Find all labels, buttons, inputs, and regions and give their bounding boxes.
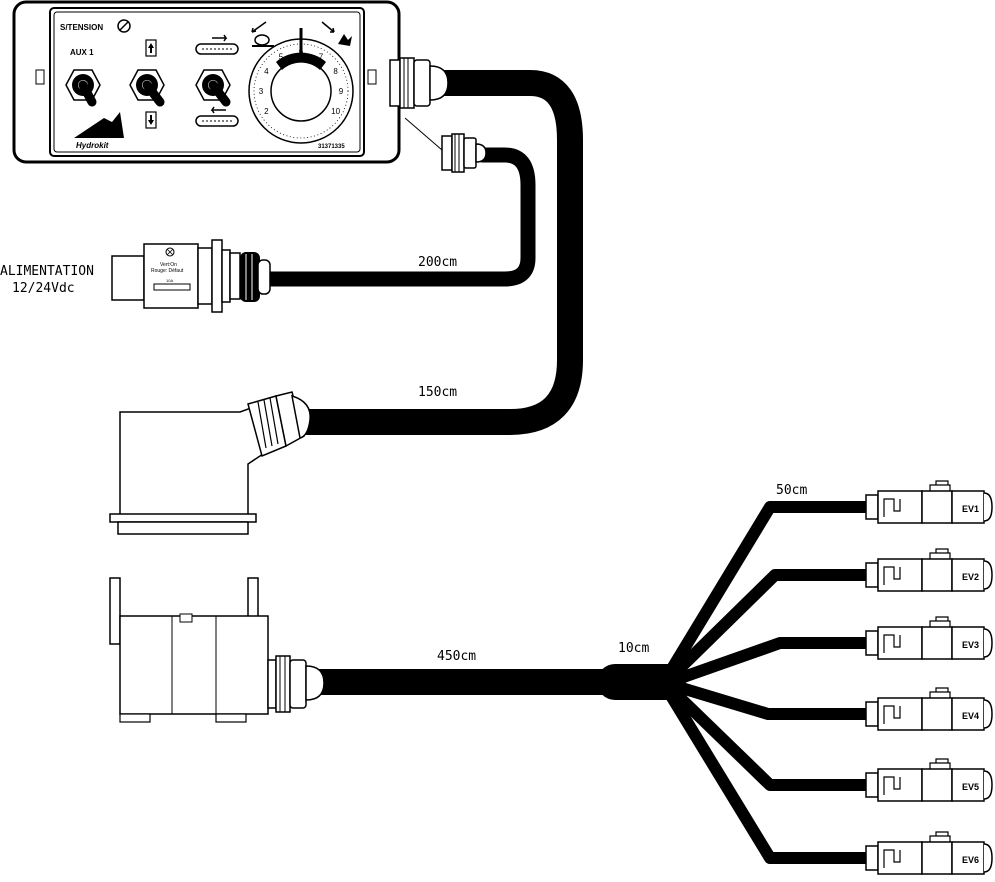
power-cable-gland xyxy=(404,117,487,173)
label-10cm: 10cm xyxy=(618,641,649,656)
speed-dial[interactable]: 2 3 4 5 6 78 9 10 xyxy=(248,28,354,144)
valve-label: EV6 xyxy=(962,855,979,865)
valve-label: EV1 xyxy=(962,504,979,514)
snail-icon xyxy=(251,21,274,47)
dial-number: 5 xyxy=(279,52,284,61)
cables xyxy=(254,70,874,864)
branch-ev2 xyxy=(666,569,874,682)
branch-ev3 xyxy=(669,637,874,686)
dial-numbers: 2 3 4 5 6 78 9 10 xyxy=(259,47,344,116)
branch-ev5 xyxy=(666,684,874,791)
hydrokit-logo: Hydrokit xyxy=(74,112,124,150)
arrow-down-icon xyxy=(145,111,157,129)
aux-label: AUX 1 xyxy=(70,48,94,57)
valve-label: EV2 xyxy=(962,572,979,582)
svg-text:10A: 10A xyxy=(166,278,173,283)
arrow-up-icon xyxy=(145,39,157,57)
valve-label: EV3 xyxy=(962,640,979,650)
dial-number: 4 xyxy=(264,67,269,76)
svg-text:Hydrokit: Hydrokit xyxy=(76,141,109,150)
bottom-connector-housing xyxy=(109,577,325,723)
dial-number: 3 xyxy=(259,87,264,96)
top-connector-hood xyxy=(109,391,311,535)
control-panel: S/TENSION AUX 1 xyxy=(12,0,401,164)
power-label-line1: ALIMENTATION xyxy=(0,264,94,279)
serial-label: 31371335 xyxy=(318,144,345,150)
valve-connector-ev2: EV2 xyxy=(865,548,993,592)
label-50cm: 50cm xyxy=(776,483,807,498)
screw-icon xyxy=(117,19,131,33)
svg-text:Rouge: Défaut: Rouge: Défaut xyxy=(151,268,184,274)
tension-label: S/TENSION xyxy=(60,23,103,32)
branch-ev6 xyxy=(664,688,874,864)
label-150cm: 150cm xyxy=(418,385,457,400)
cable-panel-to-top-connector xyxy=(292,70,583,435)
cable-power xyxy=(254,147,536,287)
track-reverse-icon xyxy=(195,106,239,127)
valve-label: EV4 xyxy=(962,711,979,721)
label-200cm: 200cm xyxy=(418,255,457,270)
valve-label: EV5 xyxy=(962,782,979,792)
branch-ev4 xyxy=(669,680,874,720)
cable-branches xyxy=(664,501,874,864)
panel-cable-gland xyxy=(389,57,449,122)
dial-number: 7 xyxy=(319,52,324,61)
power-label-line2: 12/24Vdc xyxy=(12,281,75,296)
toggle-switch-updown[interactable] xyxy=(129,69,165,107)
dial-number: 2 xyxy=(264,107,269,116)
svg-text:Vert:On: Vert:On xyxy=(160,262,177,268)
valve-connector-ev6: EV6 xyxy=(865,831,993,875)
valve-connector-ev1: EV1 xyxy=(865,480,993,524)
toggle-switch-track[interactable] xyxy=(195,69,231,107)
dial-number: 9 xyxy=(339,87,344,96)
length-labels: 200cm 150cm 450cm 10cm 50cm xyxy=(418,255,807,664)
valve-connector-ev4: EV4 xyxy=(865,687,993,731)
power-plug: ALIMENTATION 12/24Vdc Vert:On Rouge: Déf… xyxy=(0,239,271,313)
valve-connector-ev5: EV5 xyxy=(865,758,993,802)
branch-ev1 xyxy=(664,501,874,678)
dial-number: 6 xyxy=(299,47,304,56)
dial-number: 10 xyxy=(331,107,340,116)
toggle-switch-aux[interactable] xyxy=(65,69,101,107)
valve-connector-ev3: EV3 xyxy=(865,616,993,660)
label-450cm: 450cm xyxy=(437,649,476,664)
rabbit-icon xyxy=(321,21,352,46)
track-forward-icon xyxy=(195,34,239,55)
dial-number: 8 xyxy=(333,67,338,76)
fuse-icon xyxy=(153,283,191,291)
